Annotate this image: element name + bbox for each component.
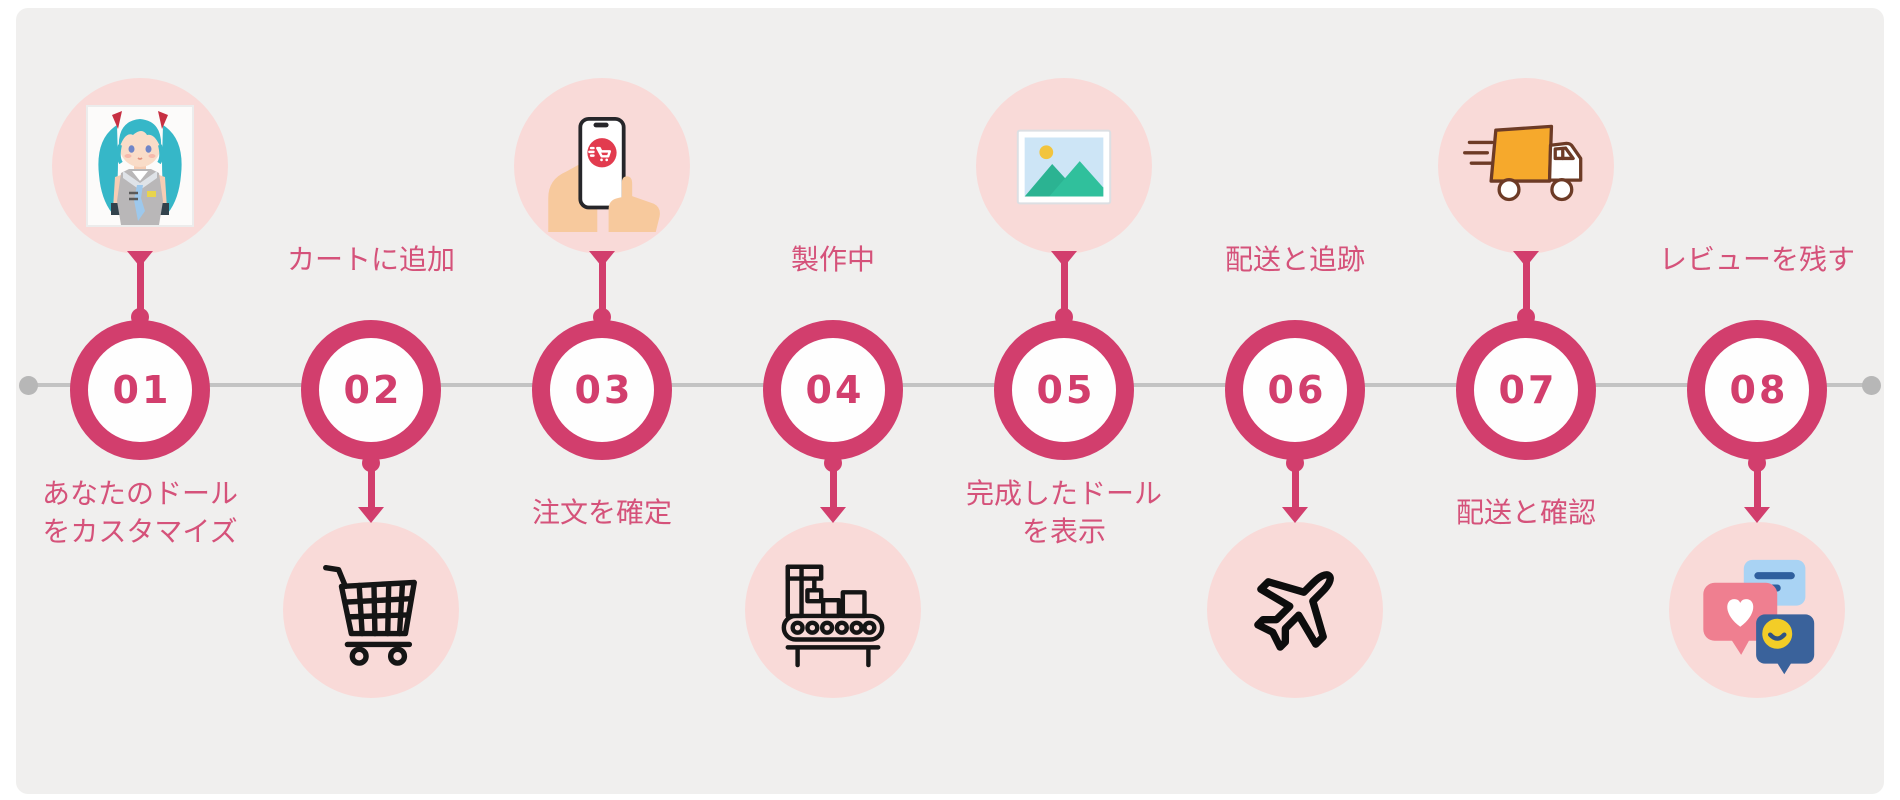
step-label: カートに追加 — [221, 222, 521, 298]
airplane-icon — [1232, 547, 1358, 673]
connector-tri — [358, 507, 384, 523]
timeline-step: 06 配送と追跡 — [1145, 0, 1445, 800]
step-label-line: 配送と追跡 — [1224, 243, 1365, 276]
step-number-circle: 01 — [70, 320, 210, 460]
production-line-icon — [774, 551, 892, 669]
step-icon-circle — [1207, 522, 1383, 698]
connector-line — [1291, 468, 1299, 509]
step-number: 05 — [1036, 368, 1096, 412]
delivery-truck-icon — [1460, 114, 1592, 218]
connector-tri — [1051, 251, 1077, 267]
step-number-circle: 06 — [1225, 320, 1365, 460]
step-number: 03 — [574, 368, 634, 412]
step-number-circle: 02 — [301, 320, 441, 460]
timeline-step: 03 注文を確定 — [452, 0, 752, 800]
step-icon-circle — [1438, 78, 1614, 254]
step-label-line: 注文を確定 — [531, 496, 672, 529]
step-number: 02 — [343, 368, 403, 412]
timeline-step: 02 カートに追加 — [221, 0, 521, 800]
step-icon-circle — [52, 78, 228, 254]
step-number-circle: 08 — [1687, 320, 1827, 460]
timeline-step: 08 レビューを残す — [1607, 0, 1900, 800]
step-icon-circle — [514, 78, 690, 254]
timeline-step: 01 あなたのドールをカスタマイズ — [0, 0, 290, 800]
step-label-line: カートに追加 — [286, 243, 455, 276]
photo-icon — [1005, 107, 1123, 225]
connector-tri — [1513, 251, 1539, 267]
connector-line — [1753, 468, 1761, 509]
connector-line — [829, 468, 837, 509]
step-label: 完成したドールを表示 — [914, 475, 1214, 551]
step-label: あなたのドールをカスタマイズ — [0, 475, 290, 551]
doll-photo-icon — [84, 103, 196, 229]
step-label: 注文を確定 — [452, 475, 752, 551]
timeline-step: 05 完成したドールを表示 — [914, 0, 1214, 800]
step-number: 07 — [1498, 368, 1558, 412]
connector-line — [367, 468, 375, 509]
phone-order-icon — [540, 100, 664, 232]
step-number: 01 — [112, 368, 172, 412]
step-label-line: 完成したドール — [965, 477, 1162, 510]
connector-tri — [820, 507, 846, 523]
step-label-line: あなたのドール — [41, 477, 238, 510]
step-number-circle: 07 — [1456, 320, 1596, 460]
step-number-circle: 04 — [763, 320, 903, 460]
step-icon-circle — [1669, 522, 1845, 698]
step-icon-circle — [745, 522, 921, 698]
timeline-line — [28, 383, 1872, 387]
step-icon-circle — [976, 78, 1152, 254]
connector-line — [136, 262, 144, 312]
connector-tri — [1744, 507, 1770, 523]
step-number: 06 — [1267, 368, 1327, 412]
step-number: 04 — [805, 368, 865, 412]
review-chat-icon — [1691, 544, 1823, 676]
step-label: 製作中 — [683, 222, 983, 298]
step-number-circle: 05 — [994, 320, 1134, 460]
step-icon-circle — [283, 522, 459, 698]
connector-tri — [1282, 507, 1308, 523]
step-label: レビューを残す — [1607, 222, 1900, 298]
timeline-start-dot — [19, 376, 38, 395]
step-label: 配送と追跡 — [1145, 222, 1445, 298]
timeline-step: 04 製作中 — [683, 0, 983, 800]
step-label-line: 配送と確認 — [1455, 496, 1596, 529]
step-number: 08 — [1729, 368, 1789, 412]
connector-line — [1060, 262, 1068, 312]
step-number-circle: 03 — [532, 320, 672, 460]
connector-tri — [127, 251, 153, 267]
step-label: 配送と確認 — [1376, 475, 1676, 551]
step-label-line: レビューを残す — [1658, 243, 1855, 276]
connector-line — [1522, 262, 1530, 312]
connector-tri — [589, 251, 615, 267]
shopping-cart-icon — [312, 551, 430, 669]
timeline-end-dot — [1862, 376, 1881, 395]
timeline-step: 07 配送と確認 — [1376, 0, 1676, 800]
step-label-line: を表示 — [1021, 515, 1106, 548]
step-label-line: をカスタマイズ — [42, 515, 238, 548]
connector-line — [598, 262, 606, 312]
step-label-line: 製作中 — [790, 243, 875, 276]
